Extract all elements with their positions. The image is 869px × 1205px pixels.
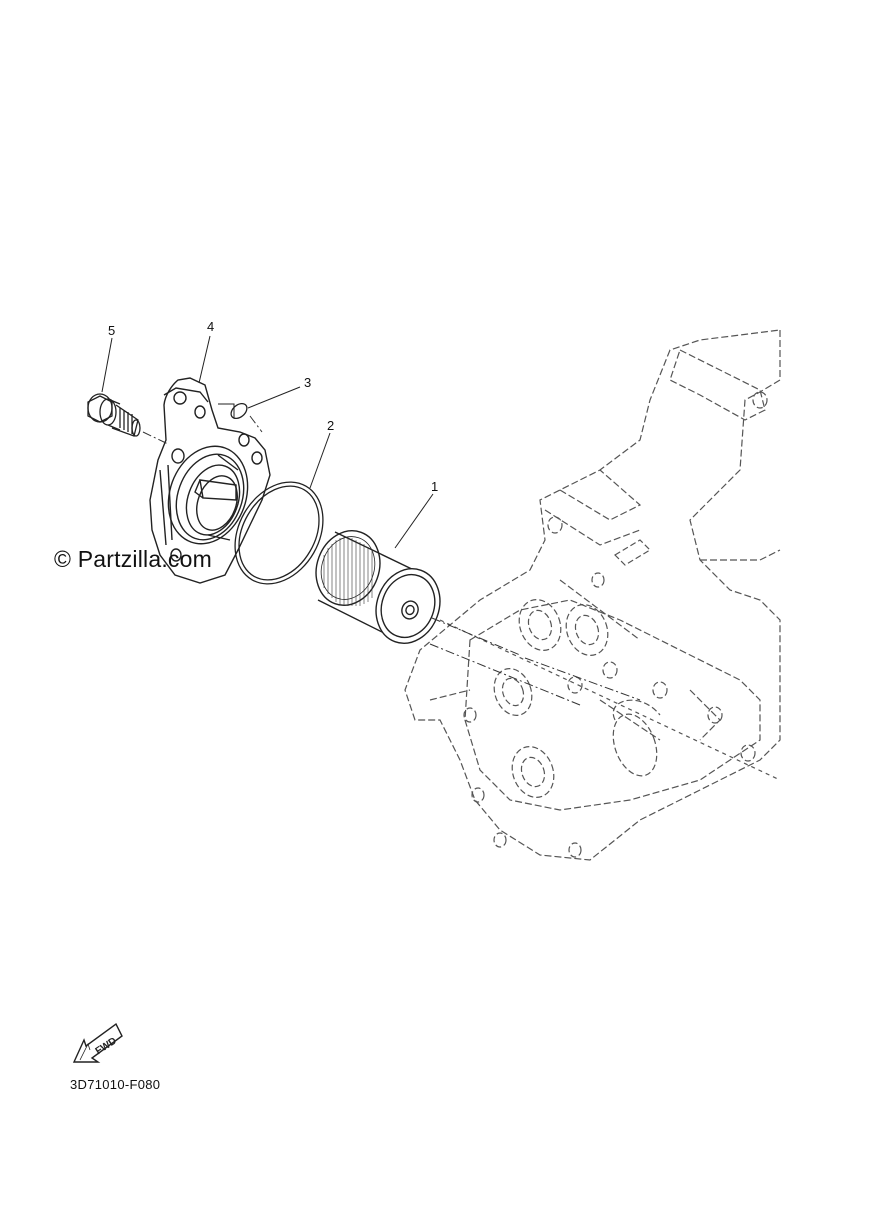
assembly-axis	[142, 415, 641, 706]
engine-crankcase	[404, 329, 781, 861]
callout-3: 3	[304, 375, 312, 390]
callout-5: 5	[108, 323, 116, 338]
leader-lines	[101, 335, 434, 549]
flange-bolt	[87, 393, 141, 437]
fwd-arrow-icon: FWD	[72, 1022, 123, 1063]
callout-4: 4	[207, 319, 215, 334]
oil-filter-pleats	[323, 537, 373, 606]
watermark: © Partzilla.com	[54, 546, 212, 572]
filter-cover	[149, 377, 271, 584]
callout-1: 1	[431, 479, 439, 494]
oil-filter	[315, 530, 441, 644]
engine-ports	[463, 391, 768, 858]
o-ring-small	[230, 402, 248, 420]
callout-2: 2	[327, 418, 335, 433]
diagram-code: 3D71010-F080	[70, 1077, 161, 1092]
o-ring-large	[234, 481, 324, 585]
